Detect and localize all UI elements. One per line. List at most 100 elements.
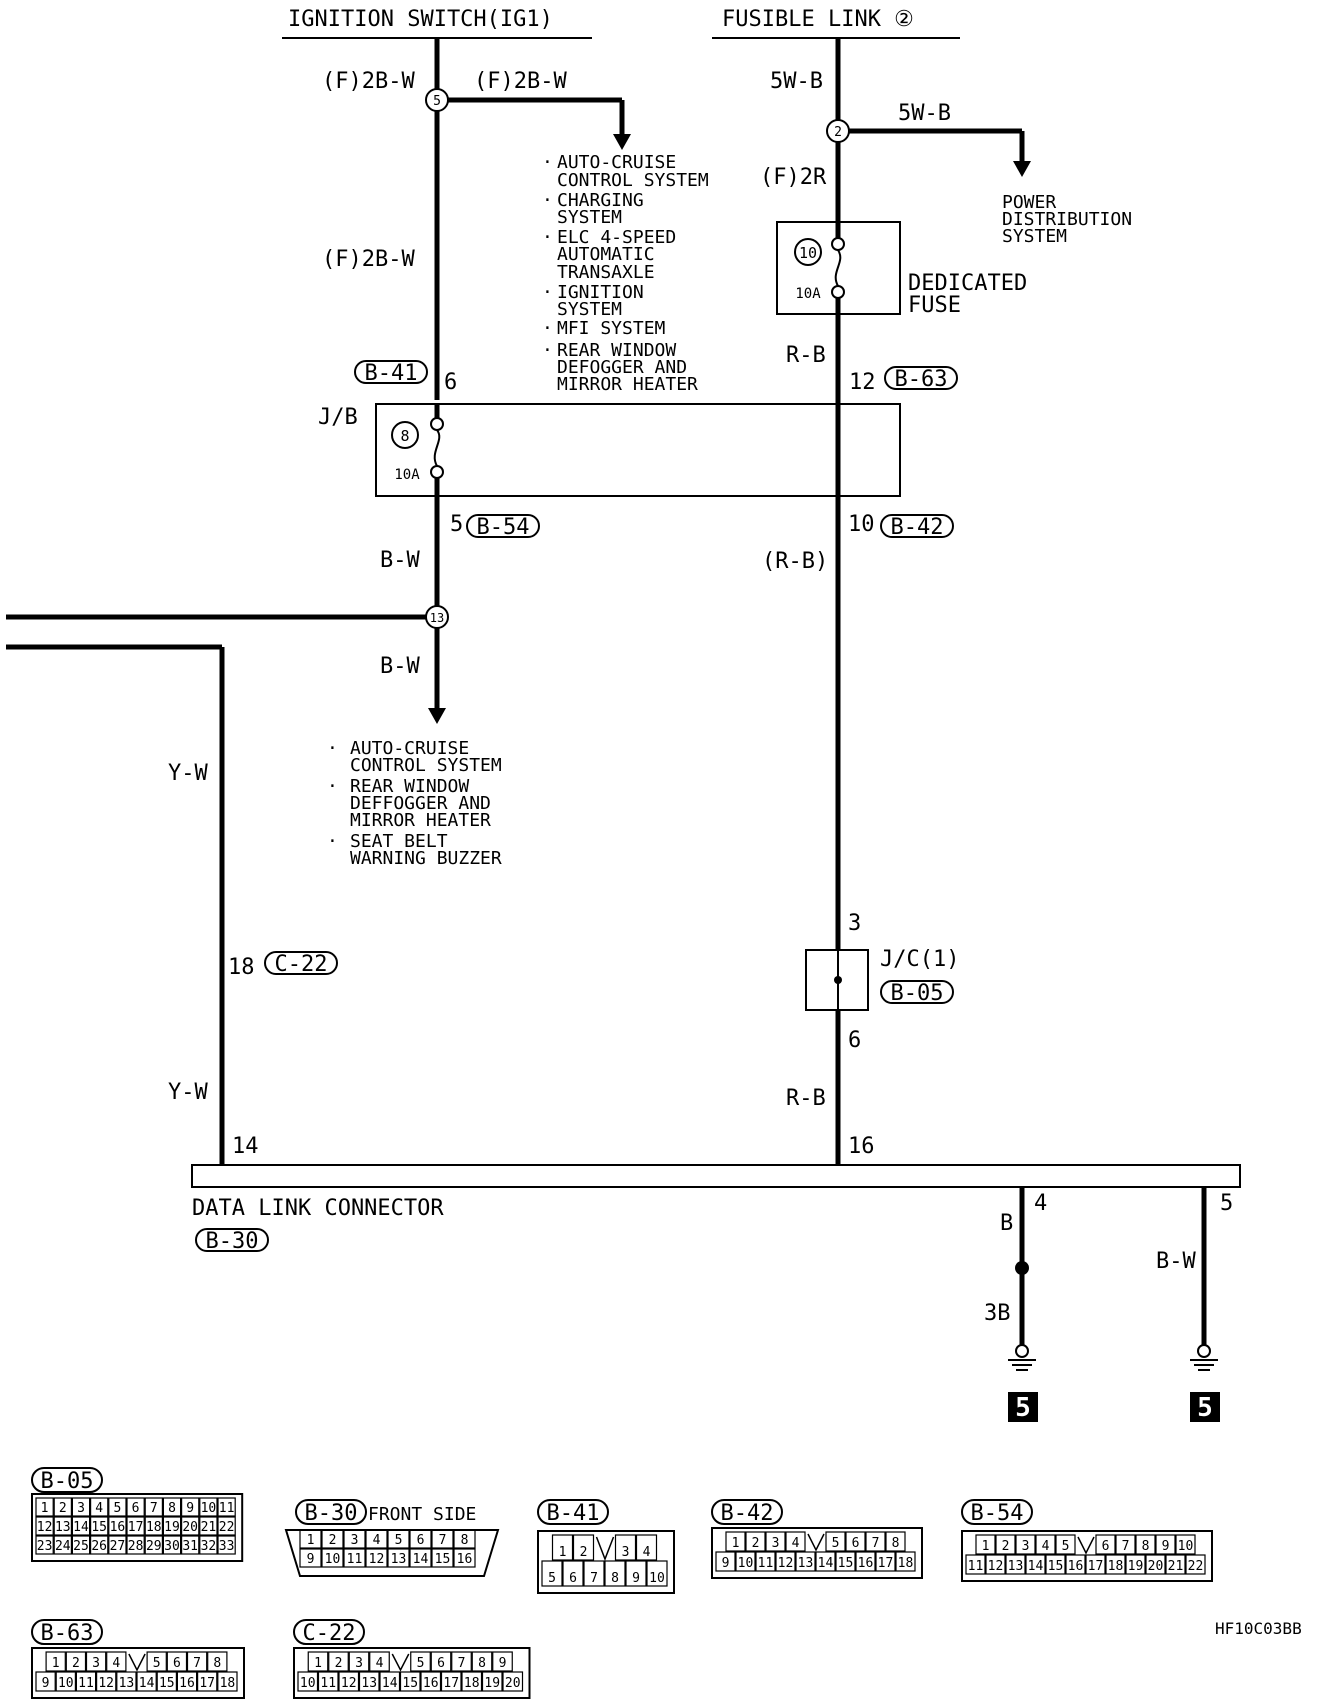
b05-connector-label: B-05: [891, 981, 944, 1006]
connector-pin-cell: [541, 1560, 563, 1587]
b30-connector-label: B-30: [206, 1229, 259, 1254]
connector-pin-number: 18: [898, 1556, 914, 1571]
connector-pin-number: 20: [1148, 1559, 1164, 1574]
connector-pin-cell: [572, 1534, 595, 1561]
connector-pin-number: 2: [1002, 1539, 1010, 1554]
connector-pin-cell: [317, 1671, 339, 1692]
connector-pin-number: 9: [42, 1676, 50, 1691]
connector-pin-number: 15: [838, 1556, 854, 1571]
connector-pin-cell: [35, 1497, 54, 1517]
connector-pin-cell: [199, 1516, 218, 1536]
svg-text:·: ·: [327, 776, 338, 797]
connector-pin-number: 3: [622, 1545, 630, 1560]
connector-pin-cell: [71, 1535, 91, 1555]
connector-pin-number: 5: [417, 1656, 425, 1671]
connector-pin-cell: [126, 1535, 145, 1555]
list-item: POWER: [1002, 192, 1056, 213]
connector-pin-cell: [126, 1516, 145, 1536]
b41-pin: 6: [444, 370, 457, 395]
connector-view-shell: [711, 1527, 923, 1579]
connector-pin-number: 16: [179, 1676, 195, 1691]
connector-pin-cell: [299, 1529, 322, 1549]
connector-pin-cell: [379, 1671, 401, 1692]
list-item: MFI SYSTEM: [557, 318, 666, 339]
connector-pin-cell: [451, 1651, 472, 1672]
connector-pin-number: 23: [37, 1539, 53, 1554]
connector-pin-cell: [55, 1671, 77, 1692]
connector-view-title: B-63: [41, 1621, 94, 1646]
jb-fuse-number-badge: [391, 421, 419, 449]
connector-pin-cell: [321, 1548, 344, 1568]
connector-pin-number: 27: [110, 1539, 126, 1554]
connector-pin-cell: [646, 1560, 668, 1587]
wire-rb-lower-label: R-B: [786, 1086, 826, 1111]
connector-pin-number: 26: [91, 1539, 107, 1554]
connector-pin-number: 21: [1168, 1559, 1184, 1574]
list-item: DEFOGGER AND: [557, 357, 687, 378]
list-item: TRANSAXLE: [557, 262, 655, 283]
connector-pin-cell: [1015, 1534, 1036, 1555]
connector-pin-cell: [162, 1497, 182, 1517]
dedicated-fuse-number: 10: [799, 244, 817, 262]
connector-pin-number: 5: [395, 1533, 403, 1548]
connector-pin-cell: [765, 1531, 786, 1552]
connector-pin-cell: [35, 1671, 56, 1692]
connector-pin-number: 8: [1142, 1539, 1150, 1554]
connector-pin-cell: [1165, 1554, 1186, 1575]
wire-gnd-bw-label: B-W: [1156, 1249, 1196, 1274]
list-item: CONTROL SYSTEM: [350, 755, 502, 776]
connector-pin-number: 11: [347, 1552, 363, 1567]
connector-view-shell: [31, 1493, 244, 1562]
connector-pin-number: 12: [988, 1559, 1004, 1574]
ground-splice: [1015, 1261, 1029, 1275]
connector-pin-number: 7: [439, 1533, 447, 1548]
connector-pin-cell: [144, 1516, 163, 1536]
connector-pin-cell: [399, 1671, 421, 1692]
connector-pin-number: 1: [307, 1533, 315, 1548]
connector-pin-number: 21: [201, 1520, 217, 1535]
connector-pin-cell: [343, 1548, 366, 1568]
connector-pin-cell: [410, 1651, 431, 1672]
ig-branch-arrow: [613, 134, 631, 150]
list-item: MIRROR HEATER: [350, 810, 491, 831]
connector-pin-cell: [136, 1671, 157, 1692]
connector-pin-number: 17: [1088, 1559, 1104, 1574]
connector-view-title: B-54: [971, 1501, 1024, 1526]
connector-pin-number: 11: [78, 1676, 94, 1691]
svg-text:·: ·: [542, 227, 553, 248]
connector-pin-cell: [1095, 1534, 1116, 1555]
fl-branch-arrow: [1013, 161, 1031, 177]
junction-block: [375, 403, 901, 497]
connector-pin-number: 13: [119, 1676, 135, 1691]
connector-pin-number: 15: [402, 1676, 418, 1691]
connector-view-title-badge: [31, 1467, 103, 1493]
connector-pin-cell: [825, 1531, 846, 1552]
connector-pin-number: 14: [413, 1552, 429, 1567]
connector-view-suffix: FRONT SIDE: [368, 1504, 476, 1525]
connector-pin-number: 28: [128, 1539, 144, 1554]
splice-2-label: 2: [834, 125, 842, 140]
jb-label: J/B: [318, 405, 358, 430]
connector-pin-number: 16: [423, 1676, 439, 1691]
connector-pin-number: 24: [55, 1539, 71, 1554]
connector-pin-cell: [815, 1551, 836, 1572]
c22-pin: 18: [228, 955, 255, 980]
connector-view-key: [807, 1533, 825, 1552]
dlc-pin-5: 5: [1220, 1191, 1233, 1216]
connector-pin-cell: [207, 1651, 228, 1672]
connector-pin-number: 29: [146, 1539, 162, 1554]
connector-pin-number: 17: [443, 1676, 459, 1691]
connector-pin-cell: [387, 1529, 410, 1549]
connector-pin-number: 3: [1022, 1539, 1030, 1554]
connector-pin-cell: [95, 1671, 117, 1692]
wire-yw-upper-label: Y-W: [168, 761, 208, 786]
connector-pin-number: 25: [73, 1539, 89, 1554]
connector-pin-number: 6: [852, 1536, 860, 1551]
connector-pin-number: 6: [569, 1571, 577, 1586]
connector-pin-number: 13: [55, 1520, 71, 1535]
bw-lower-arrow: [428, 708, 446, 724]
connector-pin-cell: [409, 1529, 432, 1549]
connector-pin-number: 12: [98, 1676, 114, 1691]
